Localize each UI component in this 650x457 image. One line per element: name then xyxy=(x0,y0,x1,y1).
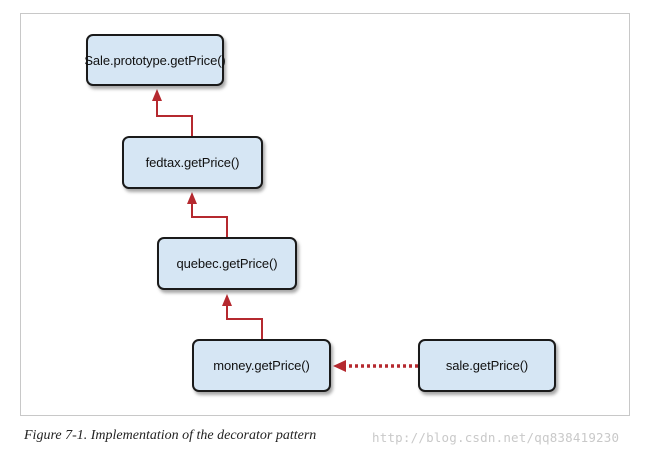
edge-quebec-to-fedtax xyxy=(191,203,228,237)
node-sale-getprice: sale.getPrice() xyxy=(418,339,556,392)
arrowhead-money xyxy=(333,360,346,372)
figure-caption: Figure 7-1. Implementation of the decora… xyxy=(24,428,317,443)
node-label: Sale.prototype.getPrice() xyxy=(84,52,226,68)
node-label: fedtax.getPrice() xyxy=(145,155,240,170)
node-label: sale.getPrice() xyxy=(445,358,529,373)
edge-money-to-quebec xyxy=(226,305,263,339)
node-quebec-getprice: quebec.getPrice() xyxy=(157,237,297,290)
node-money-getprice: money.getPrice() xyxy=(192,339,331,392)
edge-fedtax-to-sale-prototype xyxy=(156,100,193,136)
arrowhead-quebec xyxy=(222,294,232,306)
node-sale-prototype-getprice: Sale.prototype.getPrice() xyxy=(84,34,226,86)
arrowhead-sale-prototype xyxy=(152,89,162,101)
node-label: money.getPrice() xyxy=(213,358,310,373)
arrowhead-fedtax xyxy=(187,192,197,204)
watermark: http://blog.csdn.net/qq838419230 xyxy=(372,430,620,445)
node-label: quebec.getPrice() xyxy=(176,256,278,271)
node-fedtax-getprice: fedtax.getPrice() xyxy=(122,136,263,189)
